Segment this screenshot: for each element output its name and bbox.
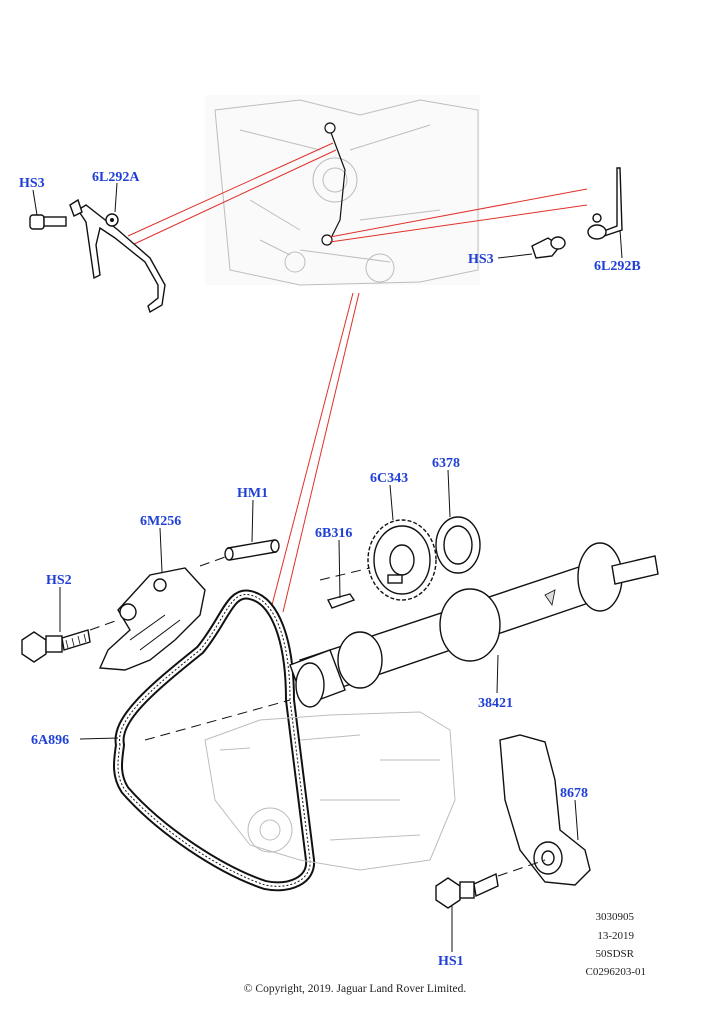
callout-hs3-left[interactable]: HS3 — [19, 176, 45, 191]
copyright-notice: © Copyright, 2019. Jaguar Land Rover Lim… — [244, 983, 467, 995]
sprocket-6c343[interactable] — [367, 519, 437, 601]
callout-6m256[interactable]: 6M256 — [140, 514, 181, 529]
bolt-hs1[interactable] — [435, 872, 499, 909]
guide-bracket-6l292a[interactable] — [69, 198, 166, 314]
callout-6b316[interactable]: 6B316 — [315, 526, 352, 541]
tensioner-6m256[interactable] — [98, 567, 206, 671]
callout-hs3-right[interactable]: HS3 — [468, 252, 494, 267]
oil-pump-illustration — [204, 711, 456, 871]
balance-shaft-38421[interactable] — [289, 542, 659, 708]
woodruff-key-6b316[interactable] — [326, 593, 356, 609]
callout-6l292b[interactable]: 6L292B — [594, 259, 641, 274]
reference-illustration-id: C0296203-01 — [586, 966, 647, 978]
callout-labels: HS3 6L292A HS3 6L292B HM1 6M256 HS2 6B31… — [19, 170, 641, 969]
guide-pin-6l292b[interactable] — [587, 167, 623, 240]
washer-6378[interactable] — [435, 516, 481, 574]
bolt-hs2[interactable] — [21, 629, 91, 663]
assembly-axes — [89, 555, 546, 877]
callout-hs2[interactable]: HS2 — [46, 573, 72, 588]
callout-6l292a[interactable]: 6L292A — [92, 170, 140, 185]
callout-hm1[interactable]: HM1 — [237, 486, 268, 501]
callout-38421[interactable]: 38421 — [478, 696, 513, 711]
callout-6a896[interactable]: 6A896 — [31, 733, 69, 748]
bolt-hs3-right[interactable] — [531, 236, 566, 259]
callout-6c343[interactable]: 6C343 — [370, 471, 408, 486]
leader-lines — [32, 182, 623, 952]
dowel-hm1[interactable] — [224, 539, 280, 561]
reference-code: 50SDSR — [595, 948, 634, 960]
callout-8678[interactable]: 8678 — [560, 786, 588, 801]
drawing-reference-block: 3030905 13-2019 50SDSR C0296203-01 — [586, 911, 647, 978]
engine-overview-illustration — [205, 95, 480, 286]
callout-hs1[interactable]: HS1 — [438, 954, 464, 969]
timing-belt-6a896[interactable] — [113, 589, 316, 892]
chain-guide-8678[interactable] — [499, 734, 591, 886]
reference-number: 3030905 — [596, 911, 635, 923]
reference-lines — [127, 142, 588, 613]
reference-date: 13-2019 — [597, 930, 634, 942]
bolt-hs3-left[interactable] — [29, 214, 67, 230]
callout-6378[interactable]: 6378 — [432, 456, 460, 471]
